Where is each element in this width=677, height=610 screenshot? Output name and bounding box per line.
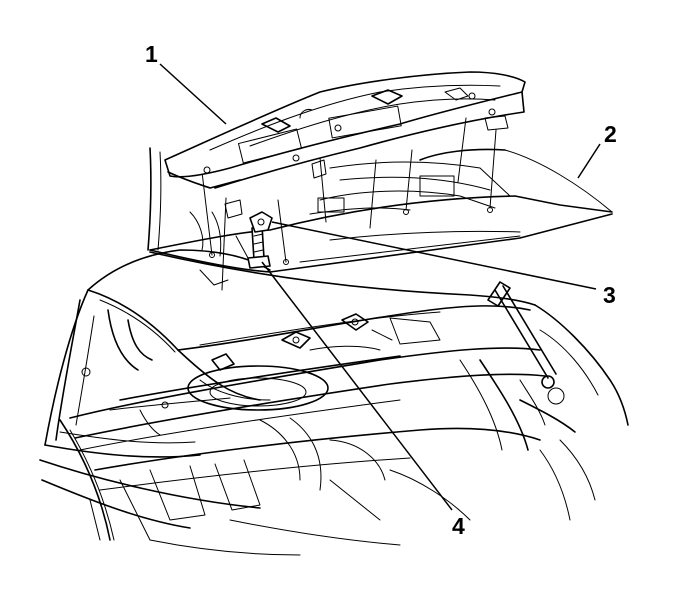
spoiler-nut <box>249 211 273 233</box>
callout-label-4: 4 <box>452 513 465 539</box>
callout-label-2: 2 <box>604 121 617 147</box>
callout-label-3: 3 <box>603 282 616 308</box>
trunk-floor <box>59 251 546 556</box>
rear-spoiler <box>164 71 526 219</box>
right-quarter-and-strut <box>459 281 629 521</box>
left-quarter-panel <box>39 249 271 529</box>
callout-label-1: 1 <box>145 41 158 67</box>
trunk-lid-body <box>147 147 613 286</box>
leader-lines <box>159 63 601 511</box>
